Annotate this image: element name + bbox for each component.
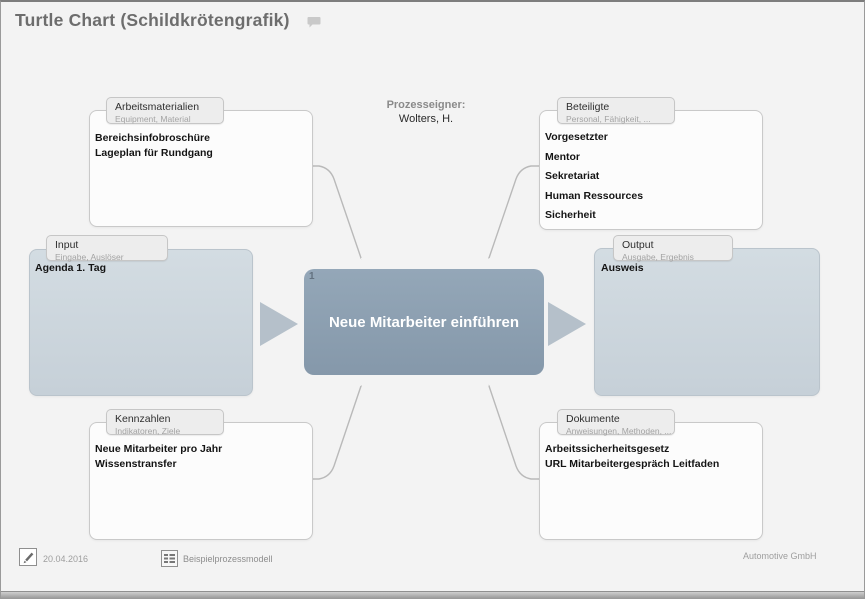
output-box[interactable] [594, 248, 820, 396]
list-item: Wissenstransfer [95, 458, 177, 470]
materials-items: Bereichsinfobroschüre Lageplan für Rundg… [95, 131, 213, 161]
materials-tab: Arbeitsmaterialien Equipment, Material [106, 97, 224, 124]
input-box[interactable] [29, 249, 253, 396]
output-title: Output [622, 239, 654, 251]
page-title: Turtle Chart (Schildkrötengrafik) [15, 10, 290, 30]
participants-tab: Beteiligte Personal, Fähigkeit, ... [557, 97, 675, 124]
connector-kpis-to-process [310, 386, 361, 480]
chart-date: 20.04.2016 [43, 554, 89, 564]
process-box[interactable]: 1 Neue Mitarbeiter einführen [304, 269, 544, 375]
list-item: Neue Mitarbeiter pro Jahr [95, 443, 223, 455]
connector-materials-to-process [310, 165, 361, 258]
input-flow-arrow-icon [260, 302, 298, 346]
kpi-title: Kennzahlen [115, 413, 171, 425]
process-model-icon [164, 554, 175, 563]
list-item[interactable]: URL Mitarbeitergespräch Leitfaden [545, 458, 720, 470]
participants-items: Vorgesetzter Mentor Sekretariat Human Re… [545, 128, 643, 226]
kpi-subtitle: Indikatoren, Ziele [115, 426, 181, 436]
materials-box[interactable] [89, 110, 313, 227]
output-tab: Output Ausgabe, Ergebnis [613, 235, 733, 262]
list-item: Ausweis [601, 262, 644, 274]
kpi-box[interactable] [89, 422, 313, 540]
list-item: Lageplan für Rundgang [95, 147, 213, 159]
list-item: Human Ressources [545, 189, 644, 202]
kpi-tab: Kennzahlen Indikatoren, Ziele [106, 409, 224, 436]
input-title: Input [55, 239, 79, 251]
input-subtitle: Eingabe, Auslöser [55, 252, 124, 262]
output-items: Ausweis [601, 261, 644, 276]
documents-tab: Dokumente Anweisungen, Methoden, ... [557, 409, 675, 436]
output-subtitle: Ausgabe, Ergebnis [622, 252, 694, 262]
process-owner: Prozesseigner: Wolters, H. [355, 99, 497, 125]
list-item: Bereichsinfobroschüre [95, 132, 210, 144]
connector-documents-to-process [489, 386, 540, 480]
input-items: Agenda 1. Tag [35, 261, 106, 276]
process-number: 1 [309, 271, 315, 282]
input-tab: Input Eingabe, Auslöser [46, 235, 168, 262]
list-item: Arbeitssicherheitsgesetz [545, 443, 670, 455]
output-flow-arrow-icon [548, 302, 586, 346]
model-name[interactable]: Beispielprozessmodell [183, 554, 273, 564]
list-item: Sekretariat [545, 170, 600, 182]
documents-box[interactable] [539, 422, 763, 540]
list-item: Agenda 1. Tag [35, 262, 106, 274]
materials-subtitle: Equipment, Material [115, 114, 191, 124]
materials-title: Arbeitsmaterialien [115, 101, 200, 113]
process-owner-name: Wolters, H. [398, 113, 454, 125]
pencil-icon [23, 552, 34, 564]
kpi-items: Neue Mitarbeiter pro Jahr Wissenstransfe… [95, 442, 222, 472]
model-link-button[interactable] [161, 550, 178, 567]
list-item: Mentor [545, 150, 580, 163]
documents-subtitle: Anweisungen, Methoden, ... [566, 426, 672, 436]
company-name: Automotive GmbH [743, 551, 817, 561]
list-item: Sicherheit [545, 209, 596, 221]
process-owner-label: Prozesseigner: [386, 99, 466, 111]
window-bottom-edge [1, 591, 864, 598]
list-item: Vorgesetzter [545, 131, 608, 143]
comment-icon[interactable] [307, 16, 321, 34]
participants-subtitle: Personal, Fähigkeit, ... [566, 114, 651, 124]
edit-date-button[interactable] [19, 548, 37, 566]
connector-participants-to-process [489, 165, 540, 258]
documents-title: Dokumente [566, 413, 620, 425]
documents-items: Arbeitssicherheitsgesetz URL Mitarbeiter… [545, 442, 719, 472]
participants-title: Beteiligte [566, 101, 610, 113]
process-name: Neue Mitarbeiter einführen [328, 313, 520, 331]
